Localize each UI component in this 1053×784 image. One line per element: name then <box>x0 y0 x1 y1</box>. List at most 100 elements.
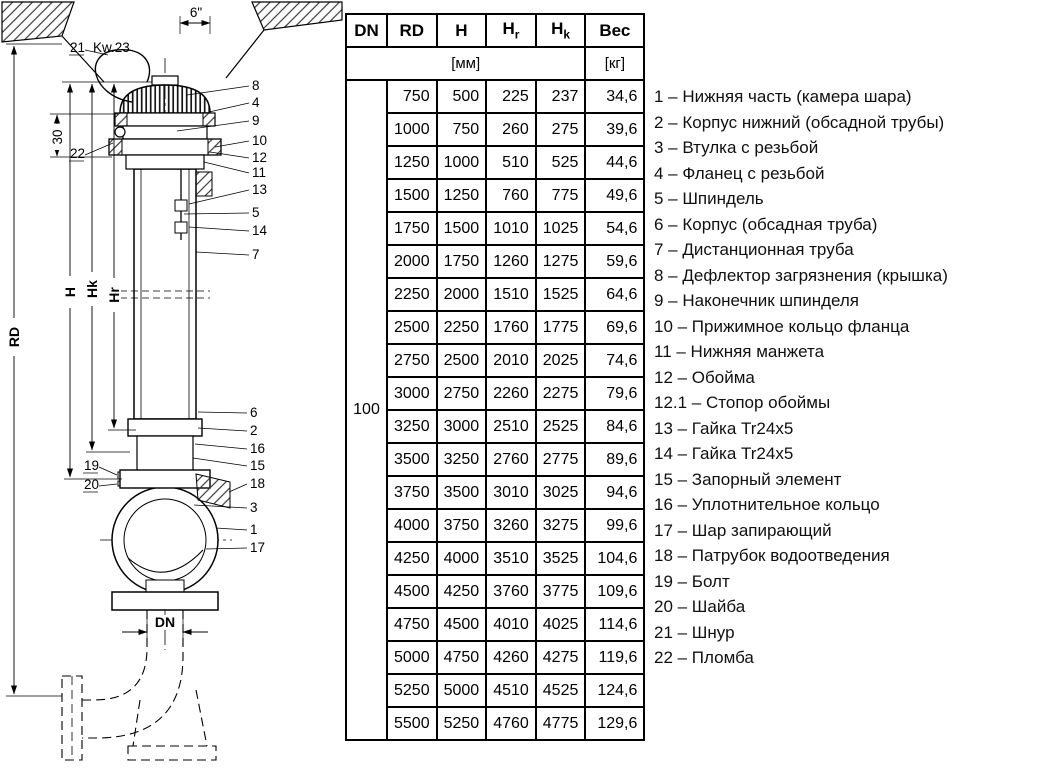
table-header: Hk <box>534 13 587 48</box>
table-cell: 4500 <box>386 574 438 609</box>
table-cell: 4275 <box>534 640 587 675</box>
table-header: DN <box>345 13 388 48</box>
legend-item: 17 – Шар запирающий <box>654 520 832 540</box>
units-kg: [кг] <box>584 46 646 81</box>
table-cell: 34,6 <box>584 79 646 114</box>
table-cell: 1750 <box>435 244 488 279</box>
table-cell: 3010 <box>485 475 537 510</box>
legend-item: 20 – Шайба <box>654 597 746 616</box>
dim-dn <box>122 610 208 638</box>
table-cell: 1500 <box>386 178 438 213</box>
table-cell: 225 <box>485 79 537 114</box>
table-cell: 2010 <box>485 343 537 378</box>
table-cell: 1510 <box>485 277 537 312</box>
legend-item: 2 – Корпус нижний (обсадной трубы) <box>654 112 945 132</box>
table-cell: 1250 <box>435 178 488 213</box>
table-cell: 2260 <box>485 376 537 411</box>
table-cell: 3775 <box>534 574 587 609</box>
table-cell: 3525 <box>534 541 587 576</box>
dn-value-cell: 100 <box>345 79 388 741</box>
table-cell: 4025 <box>534 607 587 642</box>
table-units-row: [мм] [кг] <box>344 46 646 81</box>
inlet-elbow <box>61 610 217 761</box>
table-cell: 64,6 <box>584 277 646 312</box>
legend-item: 12.1 – Стопор обоймы <box>654 393 831 412</box>
table-cell: 109,6 <box>584 574 646 609</box>
deflector-dome <box>119 84 211 114</box>
table-cell: 2000 <box>435 277 488 312</box>
callout-22: 22 <box>70 146 85 161</box>
ball-valve <box>111 469 231 611</box>
cord-spec-label: Kw.23 <box>93 40 130 55</box>
callout-8: 8 <box>252 78 260 93</box>
ground-section <box>1 1 343 83</box>
table-cell: 2750 <box>386 343 438 378</box>
standpipe <box>120 168 210 420</box>
table-cell: 4000 <box>386 508 438 543</box>
table-cell: 3760 <box>485 574 537 609</box>
legend-item: 3 – Втулка с резьбой <box>654 138 819 157</box>
table-cell: 260 <box>485 112 537 147</box>
table-cell: 1275 <box>534 244 587 279</box>
table-cell: 1000 <box>386 112 438 147</box>
table-cell: 4250 <box>435 574 488 609</box>
legend-item: 21 – Шнур <box>654 622 735 642</box>
legend-item: 16 – Уплотнительное кольцо <box>654 495 880 514</box>
table-cell: 3260 <box>485 508 537 543</box>
table-cell: 275 <box>534 112 587 147</box>
table-cell: 2250 <box>435 310 488 345</box>
table-cell: 4010 <box>485 607 537 642</box>
callout-4: 4 <box>252 95 260 110</box>
table-header: RD <box>386 13 438 48</box>
table-cell: 89,6 <box>584 442 646 477</box>
legend-item: 8 – Дефлектор загрязнения (крышка) <box>654 265 948 285</box>
table-cell: 119,6 <box>584 640 646 675</box>
table-cell: 4750 <box>386 607 438 642</box>
table-cell: 760 <box>485 178 537 213</box>
callout-15: 15 <box>250 458 265 473</box>
callout-21: 21 <box>70 40 85 55</box>
table-cell: 750 <box>435 112 488 147</box>
table-cell: 510 <box>485 145 537 180</box>
callout-7: 7 <box>252 247 260 262</box>
spindle-assembly <box>174 169 213 240</box>
table-cell: 3500 <box>386 442 438 477</box>
table-cell: 4775 <box>534 706 587 741</box>
table-cell: 2275 <box>534 376 587 411</box>
table-cell: 54,6 <box>584 211 646 246</box>
callout-labels: 21 Kw.23 22 19 20 8 4 9 10 12 11 13 5 14… <box>70 40 268 555</box>
table-cell: 1025 <box>534 211 587 246</box>
table-cell: 2525 <box>534 409 587 444</box>
table-cell: 129,6 <box>584 706 646 741</box>
table-cell: 4000 <box>435 541 488 576</box>
legend-item: 11 – Нижняя манжета <box>654 342 825 361</box>
table-cell: 74,6 <box>584 343 646 378</box>
drain-outlet <box>195 473 231 509</box>
table-cell: 4260 <box>485 640 537 675</box>
callout-2: 2 <box>250 423 258 438</box>
table-cell: 2500 <box>386 310 438 345</box>
legend-item: 19 – Болт <box>654 571 730 591</box>
dim-top-width-label: 6" <box>190 5 203 20</box>
table-cell: 39,6 <box>584 112 646 147</box>
legend-item: 4 – Фланец с резьбой <box>654 163 825 183</box>
table-cell: 5250 <box>386 673 438 708</box>
table-cell: 3750 <box>386 475 438 510</box>
